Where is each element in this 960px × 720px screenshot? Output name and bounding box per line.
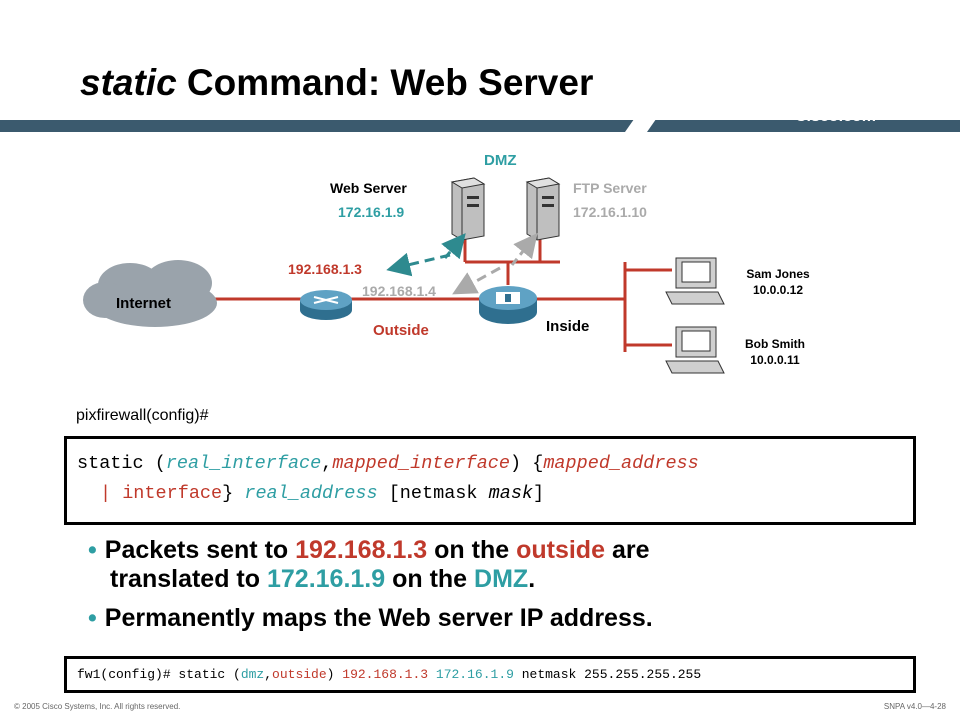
example-paren: ): [326, 667, 343, 682]
web-translation-arrow: [386, 252, 451, 277]
brand-label: Cisco.com: [795, 108, 876, 125]
bullet-1-mapped-ip: 192.168.1.3: [295, 536, 428, 564]
title-rest: Command: Web Server: [176, 62, 594, 103]
syntax-netmask: [netmask: [388, 483, 489, 504]
footer-copyright: © 2005 Cisco Systems, Inc. All rights re…: [14, 702, 181, 711]
dmz-label: DMZ: [484, 152, 517, 169]
bullet-1-dmz: DMZ: [474, 565, 529, 593]
web-server-label: Web Server: [330, 180, 407, 196]
example-prefix: fw1(config)# static (: [77, 667, 241, 682]
example-real-ip: 172.16.1.9: [435, 667, 514, 682]
syntax-netmask-close: ]: [533, 483, 545, 504]
host1-name: Sam Jones: [746, 267, 810, 281]
syntax-real-address: real_address: [244, 483, 378, 504]
slide-title: static Command: Web Server: [80, 62, 593, 104]
ftp-server-icon: [525, 177, 561, 241]
example-command-box: fw1(config)# static (dmz,outside) 192.16…: [64, 656, 916, 693]
inside-label: Inside: [546, 318, 590, 335]
syntax-line-1: static (real_interface,mapped_interface)…: [77, 453, 699, 474]
bullet-1: •Packets sent to 192.168.1.3 on the outs…: [88, 536, 649, 594]
example-dmz: dmz: [240, 667, 265, 682]
syntax-mask: mask: [488, 483, 534, 504]
web-server-icon: [450, 177, 486, 241]
internet-cloud: [83, 260, 217, 327]
ftp-translation-arrow-up: [510, 232, 538, 266]
syntax-close-brace: }: [222, 483, 234, 504]
syntax-close-paren: ) {: [510, 453, 544, 474]
bullet-1-dot: •: [88, 536, 97, 564]
ftp-translation-arrow: [452, 266, 501, 295]
syntax-comma: ,: [321, 453, 333, 474]
example-comma: ,: [264, 667, 273, 682]
host2-computer-icon: [665, 326, 725, 374]
host1-ip: 10.0.0.12: [752, 283, 804, 297]
bullet-1-period: .: [528, 565, 536, 593]
header-bar: [0, 120, 960, 132]
bullet-1-text-e: on the: [385, 565, 475, 593]
outside-label: Outside: [373, 322, 429, 339]
example-command: fw1(config)# static (dmz,outside) 192.16…: [77, 667, 701, 682]
ftp-server-label: FTP Server: [573, 180, 647, 196]
router-icon: [300, 290, 352, 320]
example-outside: outside: [272, 667, 327, 682]
bullet-1-real-ip: 172.16.1.9: [266, 565, 386, 593]
bullet-1-text-b: on the: [427, 536, 517, 564]
host1-computer-icon: [665, 257, 725, 305]
mapped-ip-ftp: 192.168.1.4: [362, 283, 436, 299]
web-translation-arrow-up: [441, 233, 466, 260]
footer-slide-id: SNPA v4.0—4-28: [883, 702, 946, 711]
mapped-ip-web: 192.168.1.3: [288, 261, 362, 277]
example-netmask: netmask 255.255.255.255: [513, 667, 702, 682]
syntax-static: static (: [77, 453, 166, 474]
host2-name: Bob Smith: [745, 337, 805, 351]
host2-ip: 10.0.0.11: [750, 353, 800, 367]
bullet-1-text-a: Packets sent to: [104, 536, 296, 564]
web-server-ip: 172.16.1.9: [338, 204, 405, 220]
bullet-2-text: Permanently maps the Web server IP addre…: [104, 604, 653, 632]
firewall-icon: [479, 286, 537, 324]
example-mapped-ip: 192.168.1.3: [342, 667, 429, 682]
bullet-2-dot: •: [88, 604, 97, 632]
bullet-1-text-d: translated to: [110, 565, 267, 593]
syntax-line-2: | interface} real_address [netmask mask]: [100, 483, 544, 504]
example-space: [428, 667, 436, 682]
syntax-mapped-interface: mapped_interface: [332, 453, 511, 474]
bullet-1-text-c: are: [605, 536, 650, 564]
ftp-server-ip: 172.16.1.10: [573, 204, 647, 220]
network-diagram: [83, 177, 725, 374]
title-italic: static: [80, 62, 177, 103]
syntax-box: static (real_interface,mapped_interface)…: [64, 436, 916, 525]
syntax-mapped-address: mapped_address: [543, 453, 699, 474]
internet-label: Internet: [116, 295, 172, 312]
bullet-2: •Permanently maps the Web server IP addr…: [88, 604, 653, 633]
syntax-real-interface: real_interface: [165, 453, 322, 474]
syntax-pipe-interface: | interface: [100, 483, 223, 504]
bullet-1-outside: outside: [516, 536, 605, 564]
config-prompt: pixfirewall(config)#: [76, 407, 209, 424]
